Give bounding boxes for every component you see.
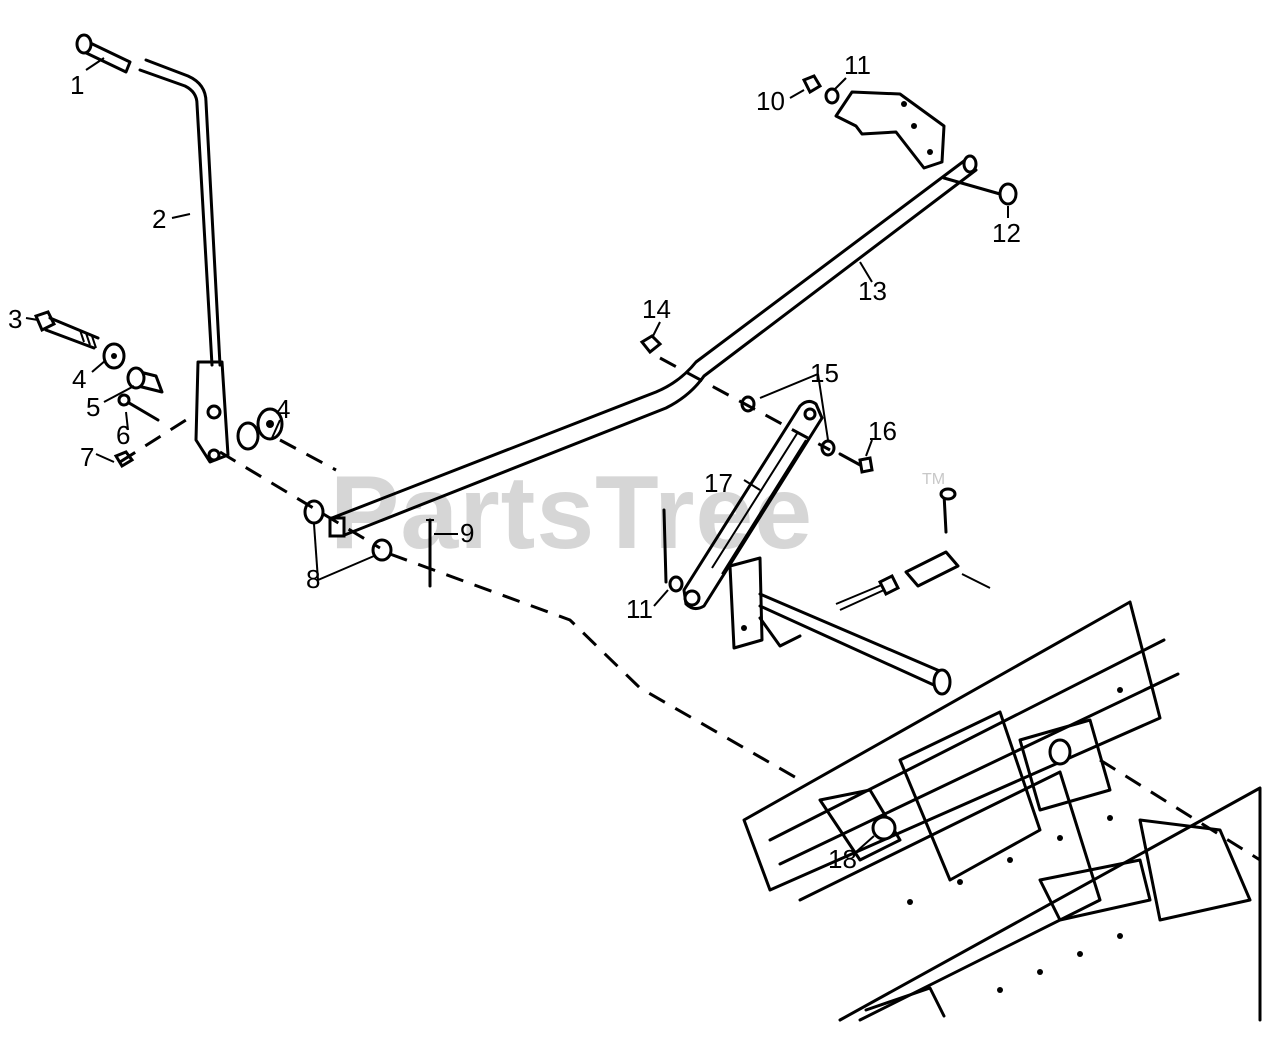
callout-5: 5	[86, 392, 100, 422]
lift-link-rod-part	[328, 154, 978, 538]
lift-shaft-assembly-part	[728, 487, 991, 696]
slotted-link-part	[682, 399, 824, 611]
callout-11b: 11	[626, 594, 653, 624]
spacer-part	[126, 366, 164, 394]
callout-15: 15	[810, 358, 839, 388]
callout-1: 1	[70, 70, 84, 100]
callout-3: 3	[8, 304, 22, 334]
tractor-frame-part	[742, 600, 1262, 1022]
callout-7: 7	[80, 442, 94, 472]
callout-8: 8	[306, 564, 320, 594]
clevis-pin-part	[942, 176, 1018, 206]
pin-part	[117, 393, 160, 422]
bolt-part	[33, 310, 100, 350]
callouts: 1 2 3 4 4 5 6 7 8 9 10 11 11 12 13 14 15…	[8, 50, 1021, 874]
callout-17: 17	[704, 468, 733, 498]
callout-12: 12	[992, 218, 1021, 248]
callout-11a: 11	[844, 50, 871, 80]
lift-lever-part	[138, 58, 230, 464]
callout-18: 18	[828, 844, 857, 874]
callout-6: 6	[116, 420, 130, 450]
callout-4b: 4	[276, 394, 290, 424]
pin-part-11b	[662, 508, 684, 593]
nut-part-14	[639, 334, 663, 355]
callout-16: 16	[868, 416, 897, 446]
washer-part-left	[102, 342, 126, 370]
callout-9: 9	[460, 518, 474, 548]
mounting-bracket-part	[801, 74, 946, 170]
callout-2: 2	[152, 204, 166, 234]
cotter-pin-part	[426, 518, 434, 588]
callout-13: 13	[858, 276, 887, 306]
washer-part-right	[236, 407, 284, 451]
assembly-lines	[119, 356, 1261, 862]
callout-14: 14	[642, 294, 671, 324]
callout-4a: 4	[72, 364, 86, 394]
bolt-part-16	[838, 452, 874, 474]
leader-lines	[25, 57, 1009, 853]
handle-grip-part	[75, 33, 132, 74]
watermark-trademark: TM	[922, 471, 945, 488]
callout-10: 10	[756, 86, 785, 116]
